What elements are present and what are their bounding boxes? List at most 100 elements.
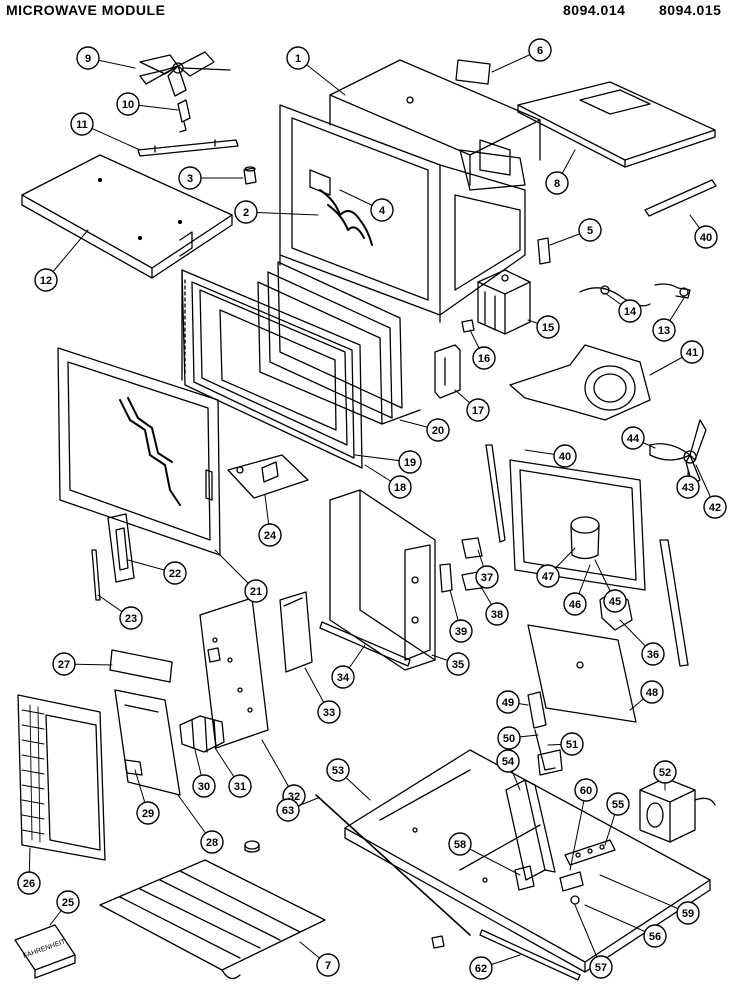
callout-1: 1 (286, 46, 310, 70)
part-trim-strip (319, 621, 411, 667)
callout-circle (228, 774, 252, 798)
callout-43: 43 (676, 475, 700, 499)
callout-number: 17 (472, 405, 484, 417)
callout-number: 7 (325, 960, 331, 972)
diagram-title: MICROWAVE MODULE (6, 2, 166, 18)
part-side-panel (509, 459, 646, 591)
callout-12: 12 (34, 268, 58, 292)
part-thermal-wire (579, 285, 651, 307)
callout-34: 34 (331, 665, 355, 689)
callout-number: 5 (587, 225, 593, 237)
callout-30: 30 (192, 774, 216, 798)
part-keypad-panel (114, 689, 181, 796)
callout-circle (17, 871, 41, 895)
callout-54: 54 (496, 749, 520, 773)
callout-number: 49 (502, 697, 514, 709)
part-cooling-fan (649, 419, 707, 485)
part-air-duct (509, 344, 651, 421)
callout-circle (475, 565, 499, 589)
callout-number: 28 (206, 837, 218, 849)
callout-number: 15 (542, 322, 554, 334)
part-magnetron (477, 269, 531, 335)
callout-number: 40 (559, 451, 571, 463)
callout-number: 2 (243, 207, 249, 219)
callout-number: 4 (379, 205, 386, 217)
callout-circle (244, 579, 268, 603)
leader-line-c56 (584, 904, 656, 937)
callout-number: 33 (323, 707, 335, 719)
callout-circle (553, 444, 577, 468)
callout-circle (70, 112, 94, 136)
callout-3: 3 (178, 166, 202, 190)
callout-circle (496, 749, 520, 773)
part-cap-top (244, 840, 260, 853)
callout-circle (56, 890, 80, 914)
callout-number: 9 (85, 53, 91, 65)
callout-21: 21 (244, 579, 268, 603)
part-base-pan (344, 749, 711, 973)
part-top-cover (517, 81, 716, 168)
callout-circle (449, 619, 473, 643)
callout-circle (52, 652, 76, 676)
callout-circle (178, 166, 202, 190)
part-connector-block (179, 715, 225, 753)
callout-37: 37 (475, 565, 499, 589)
callout-41: 41 (680, 340, 704, 364)
callout-circle (528, 38, 552, 62)
part-switch (461, 537, 483, 559)
callout-number: 42 (709, 502, 721, 514)
callout-number: 36 (647, 649, 659, 661)
callout-circle (388, 475, 412, 499)
callout-number: 14 (624, 306, 637, 318)
callout-42: 42 (703, 495, 727, 519)
callout-number: 10 (122, 99, 134, 111)
callout-circle (326, 758, 350, 782)
callout-circle (119, 606, 143, 630)
callout-40: 40 (694, 225, 718, 249)
callout-number: 26 (23, 878, 35, 890)
callout-number: 30 (198, 781, 210, 793)
callout-17: 17 (466, 398, 490, 422)
callout-number: 19 (404, 457, 416, 469)
callout-number: 63 (282, 805, 294, 817)
callout-number: 40 (700, 232, 712, 244)
callout-62: 62 (469, 956, 493, 980)
part-door-panel (57, 347, 221, 556)
callout-number: 46 (569, 599, 581, 611)
callout-53: 53 (326, 758, 350, 782)
callout-number: 48 (646, 687, 658, 699)
callout-number: 56 (649, 931, 661, 943)
callout-circle (116, 92, 140, 116)
callout-number: 58 (454, 839, 466, 851)
callout-number: 22 (169, 568, 181, 580)
part-knob (243, 166, 257, 185)
callout-31: 31 (228, 774, 252, 798)
callout-circle (469, 956, 493, 980)
callout-circle (331, 665, 355, 689)
callout-number: 37 (481, 572, 493, 584)
callout-8: 8 (545, 171, 569, 195)
callout-circle (286, 46, 310, 70)
part-seal-strip-left (485, 444, 506, 543)
callout-9: 9 (76, 46, 100, 70)
part-mounting-bracket (434, 344, 461, 399)
callout-number: 1 (295, 53, 301, 65)
callout-circle (694, 225, 718, 249)
callout-circle (703, 495, 727, 519)
callout-number: 53 (332, 765, 344, 777)
callout-circle (163, 561, 187, 585)
box-label: FAHRENHEIT (22, 938, 67, 960)
callout-number: 35 (452, 659, 464, 671)
callout-46: 46 (563, 592, 587, 616)
callout-circle (640, 680, 664, 704)
callout-circle (466, 398, 490, 422)
callout-51: 51 (560, 732, 584, 756)
part-label-plate (109, 649, 173, 683)
callout-circle (76, 46, 100, 70)
callout-number: 38 (491, 609, 503, 621)
callout-11: 11 (70, 112, 94, 136)
part-fuse-holder (514, 865, 535, 891)
callout-circle (676, 901, 700, 925)
callout-number: 52 (659, 767, 671, 779)
